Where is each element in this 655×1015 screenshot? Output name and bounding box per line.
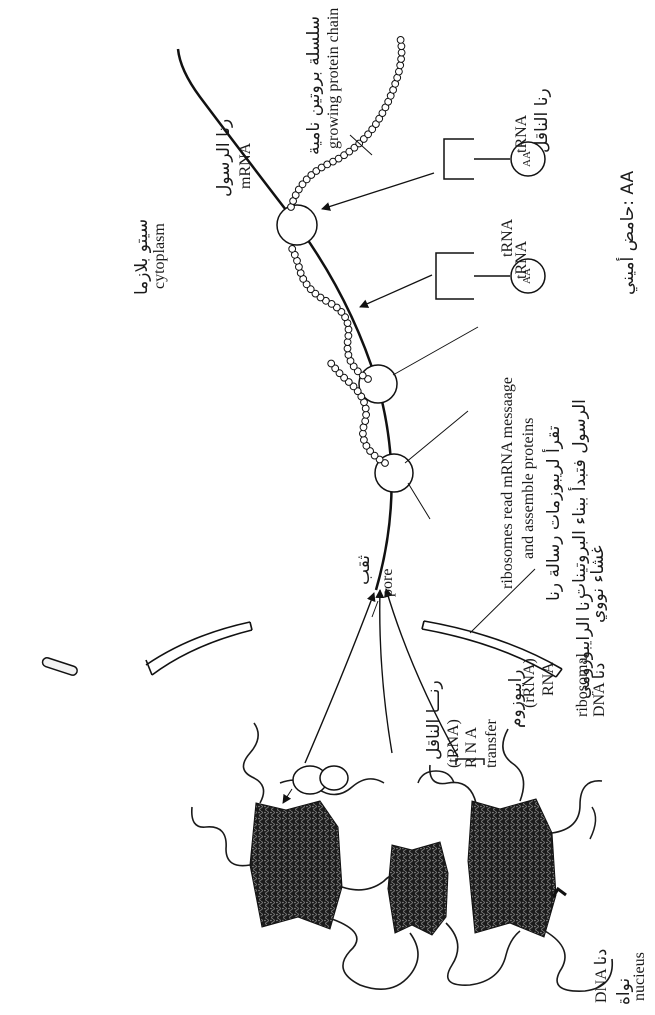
label-ribosomes-read-ar-2: الرسول فتبدأ ببناء البروتينات — [572, 399, 589, 599]
label-dna-lower: DNA دنا — [594, 949, 610, 1003]
label-mrna-ar: رنا الرسول — [216, 119, 233, 197]
label-trna-1-inner: tRNA — [500, 219, 516, 257]
label-cytoplasm-en: cytoplasm — [152, 223, 168, 289]
label-ribosomes-read-1: ribosomes read mRNA messaage — [500, 377, 516, 589]
ribosome-leader-lines — [393, 327, 478, 519]
label-trna-ar: رنـــا الناقل — [426, 680, 443, 760]
label-rrna-rna: RNA — [541, 662, 557, 696]
label-aa-1: AA — [522, 261, 533, 291]
protein-bead — [344, 345, 351, 352]
trna-2 — [444, 139, 510, 179]
protein-bead — [345, 352, 352, 359]
rrna-rod — [41, 657, 78, 677]
protein-bead — [360, 430, 367, 437]
mrna-strand — [178, 49, 392, 590]
protein-bead — [328, 360, 335, 367]
protein-bead — [363, 411, 370, 418]
label-pore-en: pore — [380, 569, 396, 597]
pore-leader-line — [372, 601, 378, 617]
chromatin-mass-middle — [388, 842, 448, 935]
label-trna-abbr: (tRNA) — [446, 719, 462, 768]
label-transfer: transfer — [484, 719, 500, 768]
label-cytoplasm-ar: سيتو بلازما — [134, 219, 151, 295]
nuclear-envelope — [146, 621, 562, 677]
trna-arrows — [322, 173, 434, 307]
protein-bead — [396, 68, 403, 75]
label-trna-2-ar: رنا الناقل — [534, 88, 551, 153]
mrna-ribosome-3 — [277, 205, 317, 245]
protein-bead — [345, 326, 352, 333]
label-mrna-en: mRNA — [238, 143, 254, 189]
protein-bead — [398, 56, 405, 63]
protein-bead — [397, 37, 404, 44]
label-aa-key: حامض أميني: AA — [620, 171, 637, 295]
chromatin-mass-lower — [468, 799, 556, 937]
label-dna-upper: DNA دنا — [592, 663, 608, 717]
protein-bead — [289, 246, 296, 253]
protein-bead — [361, 437, 368, 444]
chromatin-masses — [250, 799, 556, 937]
label-ribosomes-read-2: and assemble proteins — [521, 418, 537, 559]
ribosome-leader-line — [283, 789, 292, 803]
protein-bead — [398, 49, 405, 56]
protein-bead — [362, 418, 369, 425]
chromatin-mass-upper — [250, 801, 342, 929]
label-pore-ar: ثقب — [356, 555, 373, 585]
export-arrow-rrna — [380, 590, 392, 753]
label-growing-chain-ar: سلسلة بروتين نامية — [306, 16, 323, 155]
label-aa-2: AA — [522, 144, 533, 174]
label-ribosome-ar: رايبوزوم — [508, 669, 525, 728]
label-rna-spaced: R N A — [464, 727, 480, 768]
ribosome-small-subunit — [320, 766, 348, 790]
protein-bead — [398, 43, 405, 50]
trna-1 — [436, 253, 510, 299]
protein-bead — [344, 339, 351, 346]
export-arrow-ribosome — [305, 593, 374, 763]
label-nuclear-envelope-ar: غشاء نووي — [590, 545, 607, 623]
label-growing-chain-en: growing protein chain — [326, 8, 342, 149]
label-ribosomes-read-ar-1: تقرأ لريبوزمات رسالة رنا — [546, 426, 563, 601]
label-nucleus-en: nucieus — [632, 952, 648, 1001]
protein-bead — [345, 332, 352, 339]
protein-bead — [397, 62, 404, 69]
ribosome-subunits — [293, 766, 348, 794]
